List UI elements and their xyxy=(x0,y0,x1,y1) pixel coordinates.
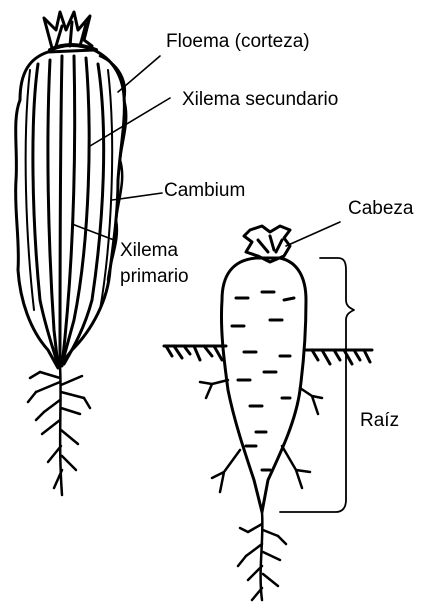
label-cabeza: Cabeza xyxy=(348,198,414,220)
floema-leader xyxy=(118,56,160,92)
label-xilema-primario-line2: primario xyxy=(120,266,189,288)
right-rootlets xyxy=(200,380,322,492)
raiz-bracket xyxy=(280,258,354,512)
longitudinal-section xyxy=(16,12,127,495)
cabeza-leader xyxy=(286,222,340,246)
label-xilema-primario-line1: Xilema xyxy=(120,240,178,262)
left-root-outline xyxy=(16,50,125,368)
label-cambium: Cambium xyxy=(164,180,245,202)
label-xilema-secundario: Xilema secundario xyxy=(182,89,338,111)
label-raiz: Raíz xyxy=(360,410,399,432)
xylem-lines xyxy=(33,56,104,366)
right-taproot xyxy=(238,512,286,600)
left-taproot xyxy=(28,366,90,495)
label-floema: Floema (corteza) xyxy=(166,31,310,53)
right-root-outline xyxy=(221,258,306,512)
left-leaf-tuft xyxy=(44,12,96,50)
whole-carrot xyxy=(164,226,372,600)
soil-line xyxy=(164,346,372,364)
xilema-primario-leader xyxy=(72,224,114,240)
